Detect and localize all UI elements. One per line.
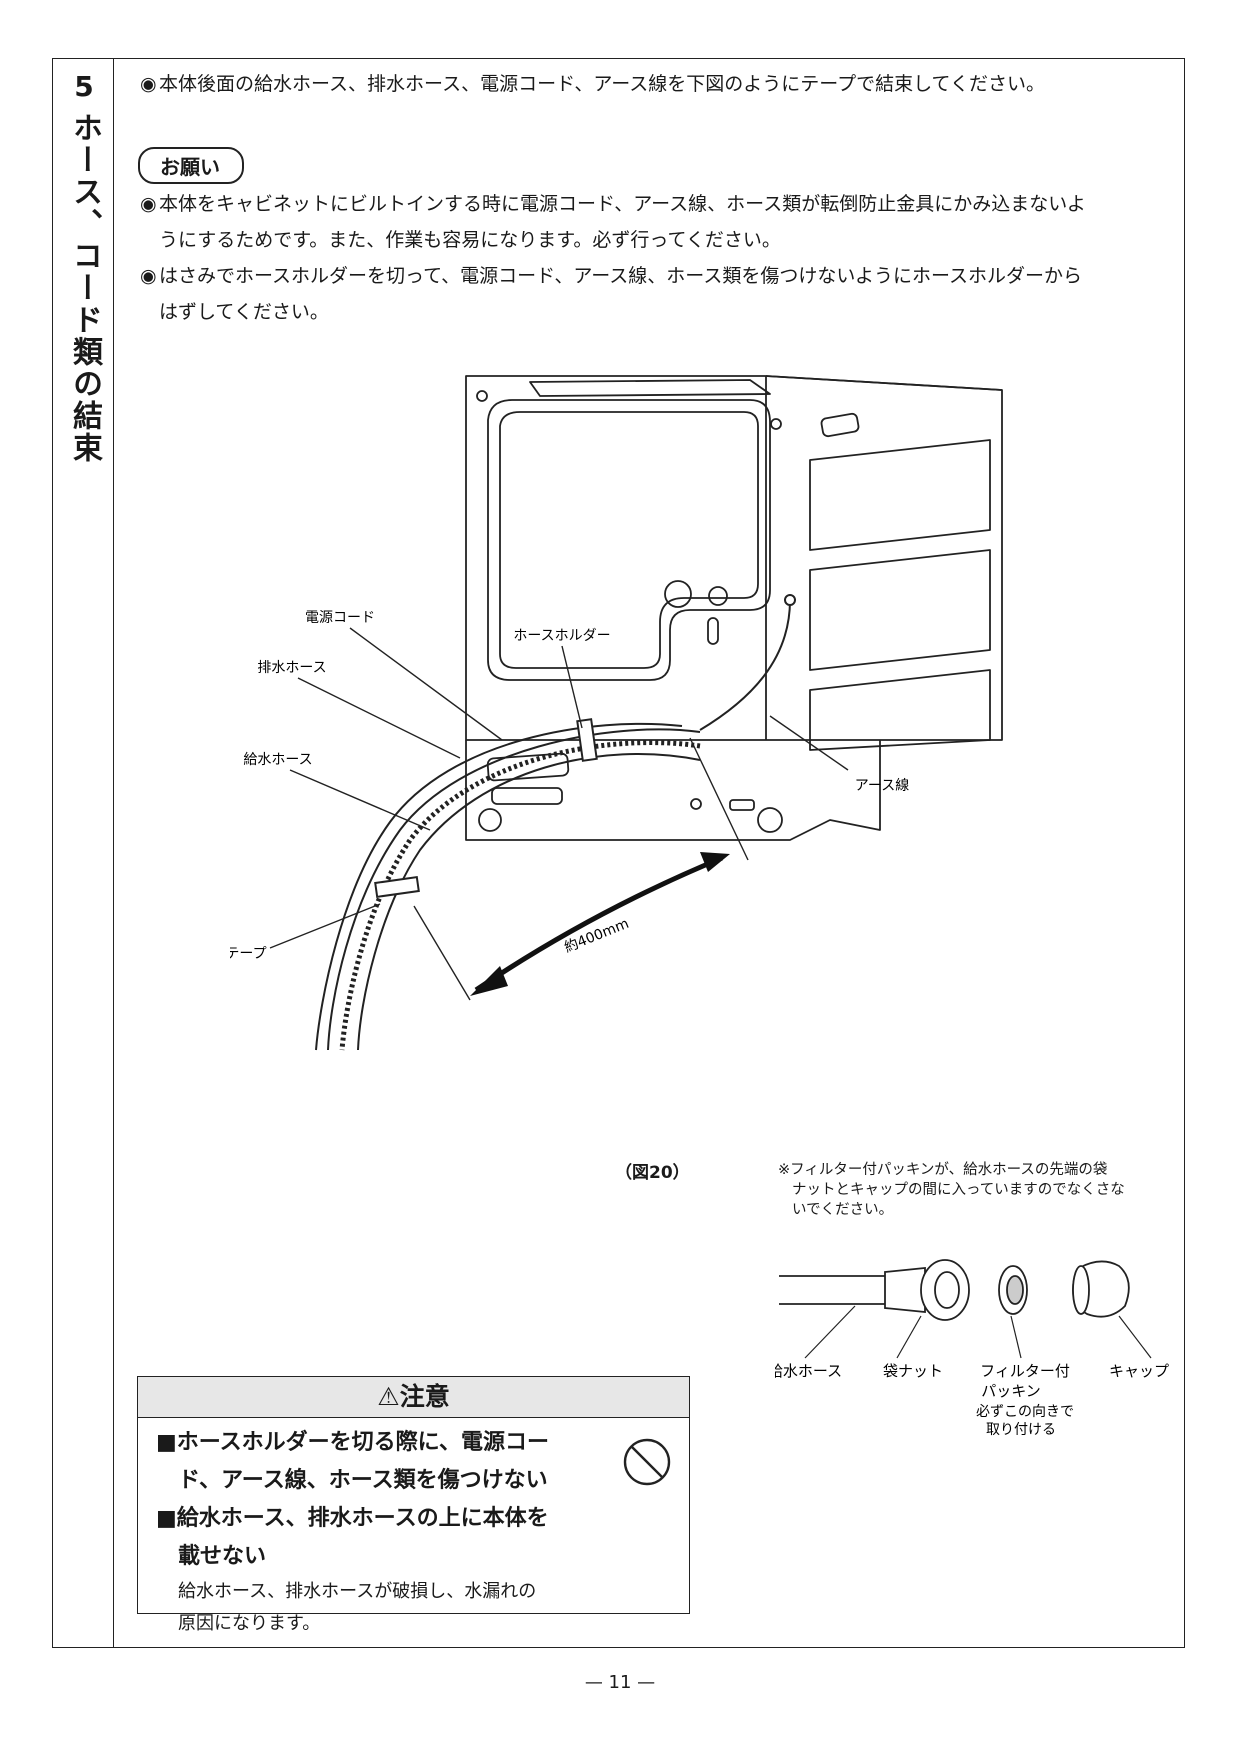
prohibition-icon: [623, 1438, 671, 1486]
part-supply-hose-label: 給水ホース: [775, 1362, 842, 1380]
figure-caption: （図20）: [615, 1163, 690, 1183]
caution-title: ⚠注意: [138, 1377, 689, 1418]
bullet-icon: ◉: [140, 265, 157, 287]
bullet-icon: ◉: [140, 73, 157, 95]
filter-note: ※フィルター付パッキンが、給水ホースの先端の袋 ナットとキャップの間に入っていま…: [778, 1162, 1125, 1218]
part-filter-packing-label: フィルター付: [980, 1362, 1070, 1380]
section-divider: [113, 58, 114, 1648]
caution-detail-2: 原因になります。: [178, 1613, 321, 1634]
part-filter-packing-label-2: パッキン: [981, 1382, 1041, 1400]
part-orientation-note-1: 必ずこの向きで: [976, 1404, 1074, 1420]
caution-item-1-cont: ド、アース線、ホース類を傷つけない: [178, 1468, 548, 1493]
request-label: お願い: [138, 147, 244, 184]
caution-box: ⚠注意 ■ホースホルダーを切る際に、電源コー ド、アース線、ホース類を傷つけない…: [137, 1376, 690, 1634]
caution-item-1: ■ホースホルダーを切る際に、電源コー: [156, 1430, 550, 1455]
earth-wire-label: アース線: [855, 778, 909, 794]
request-item-1-cont: うにするためです。また、作業も容易になります。必ず行ってください。: [159, 229, 781, 251]
caution-detail-1: 給水ホース、排水ホースが破損し、水漏れの: [178, 1581, 537, 1602]
request-item-2-cont: はずしてください。: [159, 301, 329, 323]
supply-hose-label: 給水ホース: [243, 752, 312, 768]
dishwasher-rear-illustration: 約400mm 電源コード ホースホルダー 排水ホース 給水ホース アース線 テー…: [230, 375, 1003, 1051]
tape-label: テープ: [230, 946, 267, 962]
page-frame: [52, 58, 1185, 1648]
hose-parts-illustration: 給水ホース 袋ナット フィルター付 パッキン 必ずこの向きで 取り付ける キャッ…: [775, 1259, 1169, 1438]
length-label: 約400mm: [562, 916, 631, 956]
part-bag-nut-label: 袋ナット: [883, 1362, 943, 1380]
bullet-icon: ◉: [140, 193, 157, 215]
power-cord-label: 電源コード: [305, 610, 375, 626]
section-number: 5: [74, 70, 94, 103]
instruction-text: ◉本体後面の給水ホース、排水ホース、電源コード、アース線を下図のようにテープで結…: [140, 66, 1045, 102]
page-number: — 11 —: [584, 1672, 656, 1693]
drain-hose-label: 排水ホース: [257, 660, 326, 676]
part-orientation-note-2: 取り付ける: [986, 1422, 1056, 1438]
caution-item-2-cont: 載せない: [178, 1544, 267, 1569]
request-item-2: ◉はさみでホースホルダーを切って、電源コード、アース線、ホース類を傷つけないよう…: [140, 258, 1082, 294]
section-title: ホース、コード類の結束: [67, 112, 102, 464]
part-cap-label: キャップ: [1109, 1362, 1169, 1380]
request-item-1: ◉本体をキャビネットにビルトインする時に電源コード、アース線、ホース類が転倒防止…: [140, 186, 1086, 222]
hose-holder-label: ホースホルダー: [513, 628, 610, 644]
caution-item-2: ■給水ホース、排水ホースの上に本体を: [156, 1506, 549, 1531]
